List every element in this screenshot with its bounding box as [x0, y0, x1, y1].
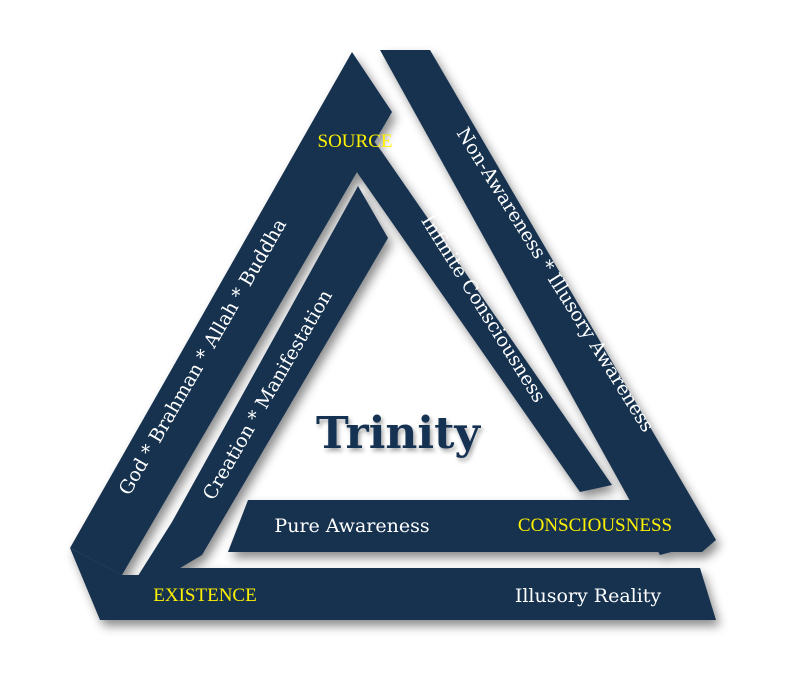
band-bottom [128, 568, 716, 620]
label-source: SOURCE [318, 131, 393, 152]
band-inner-left [124, 186, 388, 598]
label-existence: EXISTENCE [153, 585, 256, 606]
band-middle [228, 500, 716, 552]
band-outer-left [70, 52, 392, 575]
band-bottom-left-connector [70, 548, 178, 620]
label-consciousness: CONSCIOUSNESS [518, 515, 672, 536]
label-pure-awareness: Pure Awareness [274, 515, 429, 537]
band-inner-right [352, 112, 612, 492]
band-outer-right [380, 50, 716, 555]
label-non-awareness: Non-Awareness * Illusory Awareness [452, 124, 659, 437]
diagram-title: Trinity [316, 408, 481, 459]
label-illusory-reality: Illusory Reality [515, 585, 662, 607]
